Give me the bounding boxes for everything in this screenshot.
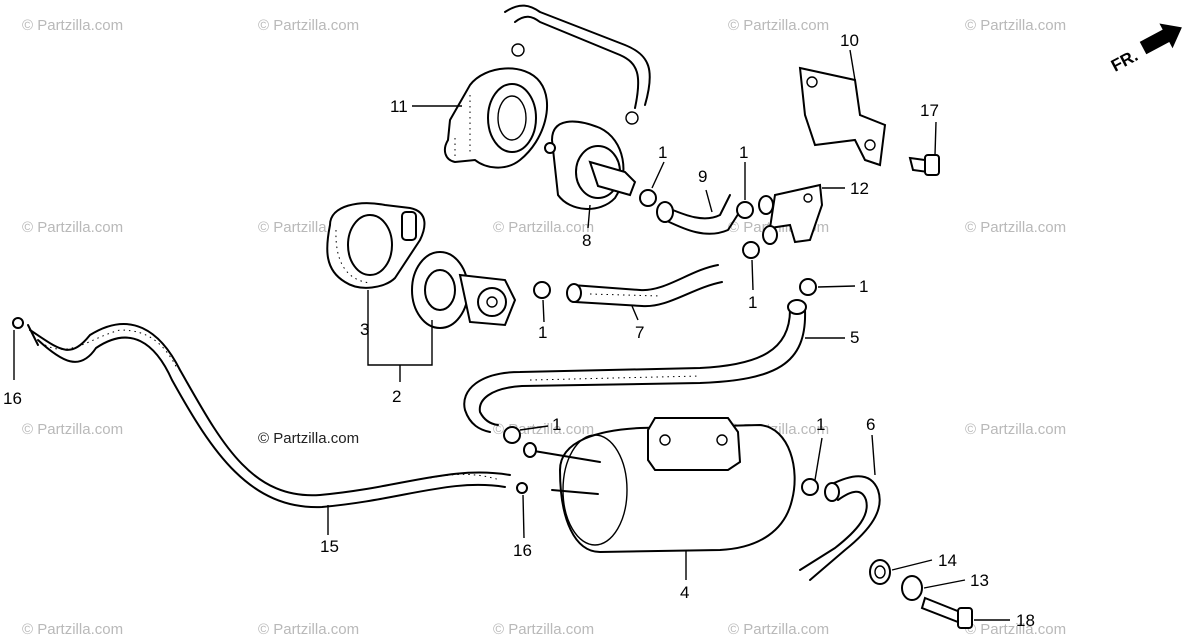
leader-lines — [13, 49, 1010, 621]
callout: 6 — [866, 415, 875, 434]
watermark: © Partzilla.com — [22, 17, 123, 34]
callout: 1 — [538, 323, 547, 342]
part-10-bracket — [798, 66, 887, 167]
part-15-long-hose — [27, 323, 511, 509]
callout: 8 — [582, 231, 591, 250]
watermark: © Partzilla.com — [493, 621, 594, 638]
part-12-fitting — [758, 183, 824, 245]
watermark: © Partzilla.com — [22, 421, 123, 438]
part-7-hose — [566, 264, 723, 308]
copyright-notice: © Partzilla.com — [258, 430, 359, 447]
callout: 16 — [513, 541, 532, 560]
callout: 1 — [658, 143, 667, 162]
part-8-valve — [544, 120, 637, 210]
front-direction-indicator: FR. — [1108, 23, 1182, 76]
callout: 18 — [1016, 611, 1035, 630]
callout: 10 — [840, 31, 859, 50]
callout: 2 — [392, 387, 401, 406]
part-5-hose — [463, 299, 807, 433]
watermark: © Partzilla.com — [965, 621, 1066, 638]
callout: 12 — [850, 179, 869, 198]
callout: 15 — [320, 537, 339, 556]
watermark: © Partzilla.com — [728, 621, 829, 638]
callout-numbers: 1 1 1 1 1 1 1 2 3 4 5 6 7 8 9 10 11 12 1… — [3, 31, 1035, 630]
part-18-bolt — [920, 596, 973, 629]
watermark: © Partzilla.com — [728, 17, 829, 34]
callout: 3 — [360, 320, 369, 339]
callout: 1 — [859, 277, 868, 296]
callout: 5 — [850, 328, 859, 347]
callout: 1 — [816, 415, 825, 434]
part-6-hose — [799, 475, 881, 581]
front-label: FR. — [1108, 46, 1141, 76]
callout: 9 — [698, 167, 707, 186]
hose-clamps — [12, 189, 819, 496]
watermark: © Partzilla.com — [965, 17, 1066, 34]
watermark: © Partzilla.com — [965, 219, 1066, 236]
watermark: © Partzilla.com — [22, 219, 123, 236]
callout: 1 — [748, 293, 757, 312]
part-17-bolt — [908, 154, 940, 176]
callout: 1 — [552, 415, 561, 434]
callout: 1 — [739, 143, 748, 162]
callout: 7 — [635, 323, 644, 342]
callout: 4 — [680, 583, 689, 602]
watermark: © Partzilla.com — [22, 621, 123, 638]
part-13-collar — [901, 575, 923, 601]
watermark: © Partzilla.com — [258, 621, 359, 638]
part-4-canister — [523, 417, 796, 554]
part-9-hose — [656, 194, 743, 235]
front-arrow-icon — [1139, 23, 1182, 55]
callout: 14 — [938, 551, 957, 570]
part-14-grommet — [869, 559, 891, 585]
callout: 13 — [970, 571, 989, 590]
callout: 16 — [3, 389, 22, 408]
part-2-valve-body — [411, 251, 517, 329]
callout: 17 — [920, 101, 939, 120]
callout: 11 — [390, 97, 408, 116]
watermark: © Partzilla.com — [493, 219, 594, 236]
watermark: © Partzilla.com — [965, 421, 1066, 438]
part-11-bracket-ring — [443, 67, 549, 169]
part-3-seal-ring — [326, 202, 426, 289]
top-small-hose — [504, 4, 651, 125]
watermark: © Partzilla.com — [258, 17, 359, 34]
